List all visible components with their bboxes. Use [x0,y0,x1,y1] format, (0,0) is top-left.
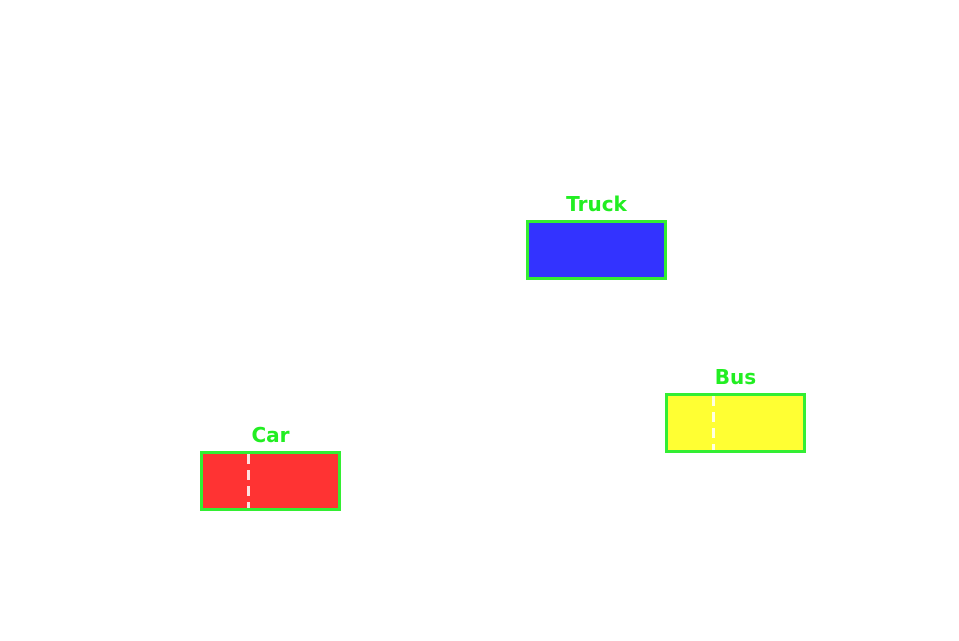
bus-label: Bus [714,365,757,389]
truck-label: Truck [566,192,627,216]
car-label: Car [251,423,290,447]
car-dashed-line [247,454,250,508]
bus-dashed-line [712,396,715,450]
car-box [200,451,341,511]
truck-box [526,220,667,280]
bus-box [665,393,806,453]
